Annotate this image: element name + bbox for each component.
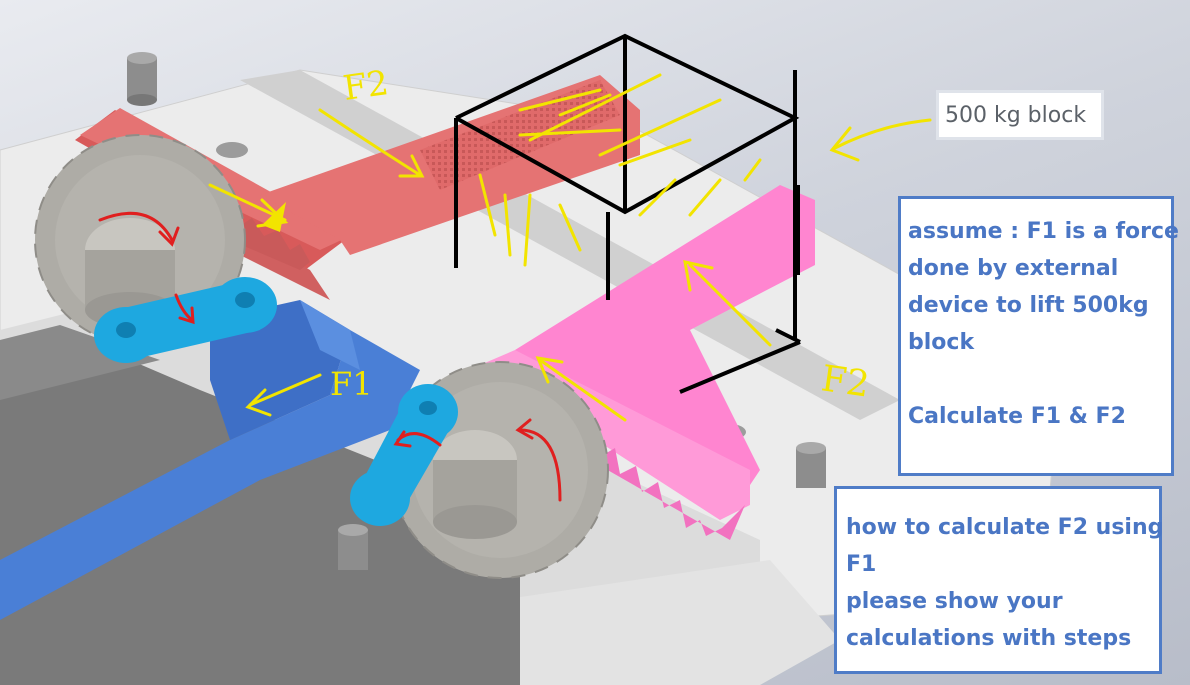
assume-line: block [908,330,975,355]
assume-line: assume : F1 is a force [908,219,1179,244]
assume-line: Calculate F1 & F2 [908,404,1126,429]
assume-line: done by external [908,256,1119,281]
question-line: please show your [846,589,1063,614]
question-note: how to calculate F2 using F1 please show… [834,486,1164,674]
dark-housing [0,330,520,685]
assume-spacer [908,361,1171,398]
rotation-arrows [98,211,562,502]
bolt-top-left [127,52,157,106]
blue-slider [0,300,420,620]
block-sketch [454,33,801,394]
force-arrows [208,108,932,422]
label-f2-top: F2 [341,63,391,109]
assumption-note: assume : F1 is a force done by external … [898,196,1179,476]
block-label-text: 500 kg block [945,102,1087,128]
assume-line: device to lift 500kg [908,293,1149,318]
dark-housing-top [0,325,160,400]
arrowhead-f2-top [262,202,286,232]
question-line: calculations with steps [846,626,1132,651]
label-f2-right: F2 [819,358,872,405]
bolt-right [796,442,826,488]
block-label: 500 kg block [936,90,1104,140]
yellow-hatching [478,73,762,267]
label-f1: F1 [330,365,373,403]
question-line: F1 [846,552,877,577]
bolt-hole-left [216,142,248,158]
question-line: how to calculate F2 using [846,515,1164,540]
cyan-link-right [350,384,458,526]
base-lower-face [500,560,840,685]
bolt-bottom [338,524,368,570]
